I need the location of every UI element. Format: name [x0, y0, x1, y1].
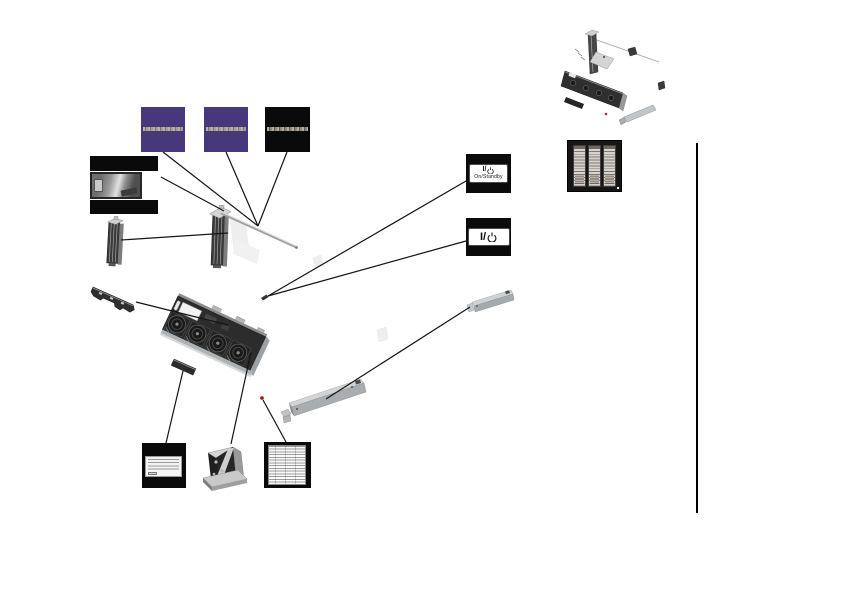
parts-table-thumbnail	[264, 442, 311, 488]
photo-inset-detail	[94, 179, 103, 192]
label-strip-image	[267, 127, 308, 131]
power-icon	[487, 232, 497, 242]
warning-label-strip	[145, 456, 182, 477]
photo-letterbox-top	[90, 156, 158, 171]
power-caption: On/Standby	[474, 174, 503, 180]
gray-bar-part	[280, 378, 367, 424]
red-fastener	[260, 396, 264, 400]
power-symbol-text: I/	[479, 231, 487, 243]
bracket-part-left	[106, 216, 124, 267]
parts-list-column	[588, 145, 601, 187]
warning-label-textlines	[148, 459, 179, 470]
mini-gray-bar	[618, 104, 657, 126]
photo-shadow-detail	[120, 187, 138, 197]
rail-part	[466, 289, 515, 313]
label-strip-thumbnail-2	[204, 107, 248, 152]
label-strip-thumbnail-1	[141, 107, 185, 152]
warning-label-thumbnail	[142, 443, 186, 488]
label-strip-image	[206, 127, 246, 131]
trim-rod	[220, 211, 298, 249]
thumbnail-corner-dot	[617, 187, 619, 189]
power-icon	[487, 166, 495, 174]
callout-lines	[120, 151, 471, 445]
page-divider-rule	[696, 143, 698, 513]
parts-table-sheet	[268, 445, 306, 485]
parts-list-column	[603, 145, 616, 187]
power-label-thumbnail-standby: I/ On/Standby	[466, 154, 511, 193]
flex-strip-part	[90, 286, 135, 313]
label-strip-thumbnail-3	[265, 107, 310, 152]
mini-red-fastener	[604, 112, 608, 116]
label-strip-image	[143, 127, 183, 131]
panel-knobs	[163, 311, 252, 366]
mini-control-panel	[560, 70, 628, 112]
power-symbol-text: I/	[482, 166, 487, 173]
screw-fastener	[261, 294, 269, 301]
speaker-part	[202, 446, 248, 491]
mini-bracket	[584, 29, 600, 75]
power-label-thumbnail-symbol: I/	[466, 218, 511, 256]
mini-overview-diagram	[560, 29, 666, 126]
power-label-symbol: I/	[467, 228, 510, 246]
photo-letterbox-bottom	[90, 200, 158, 214]
power-label-standby: I/ On/Standby	[469, 164, 508, 183]
small-strip-part	[170, 358, 197, 376]
parts-list-thumbnail	[567, 140, 622, 192]
installation-photo-thumbnail	[90, 172, 142, 199]
bracket-part-right	[209, 205, 232, 269]
parts-list-column	[573, 145, 586, 187]
warning-label-minibox	[148, 471, 157, 475]
